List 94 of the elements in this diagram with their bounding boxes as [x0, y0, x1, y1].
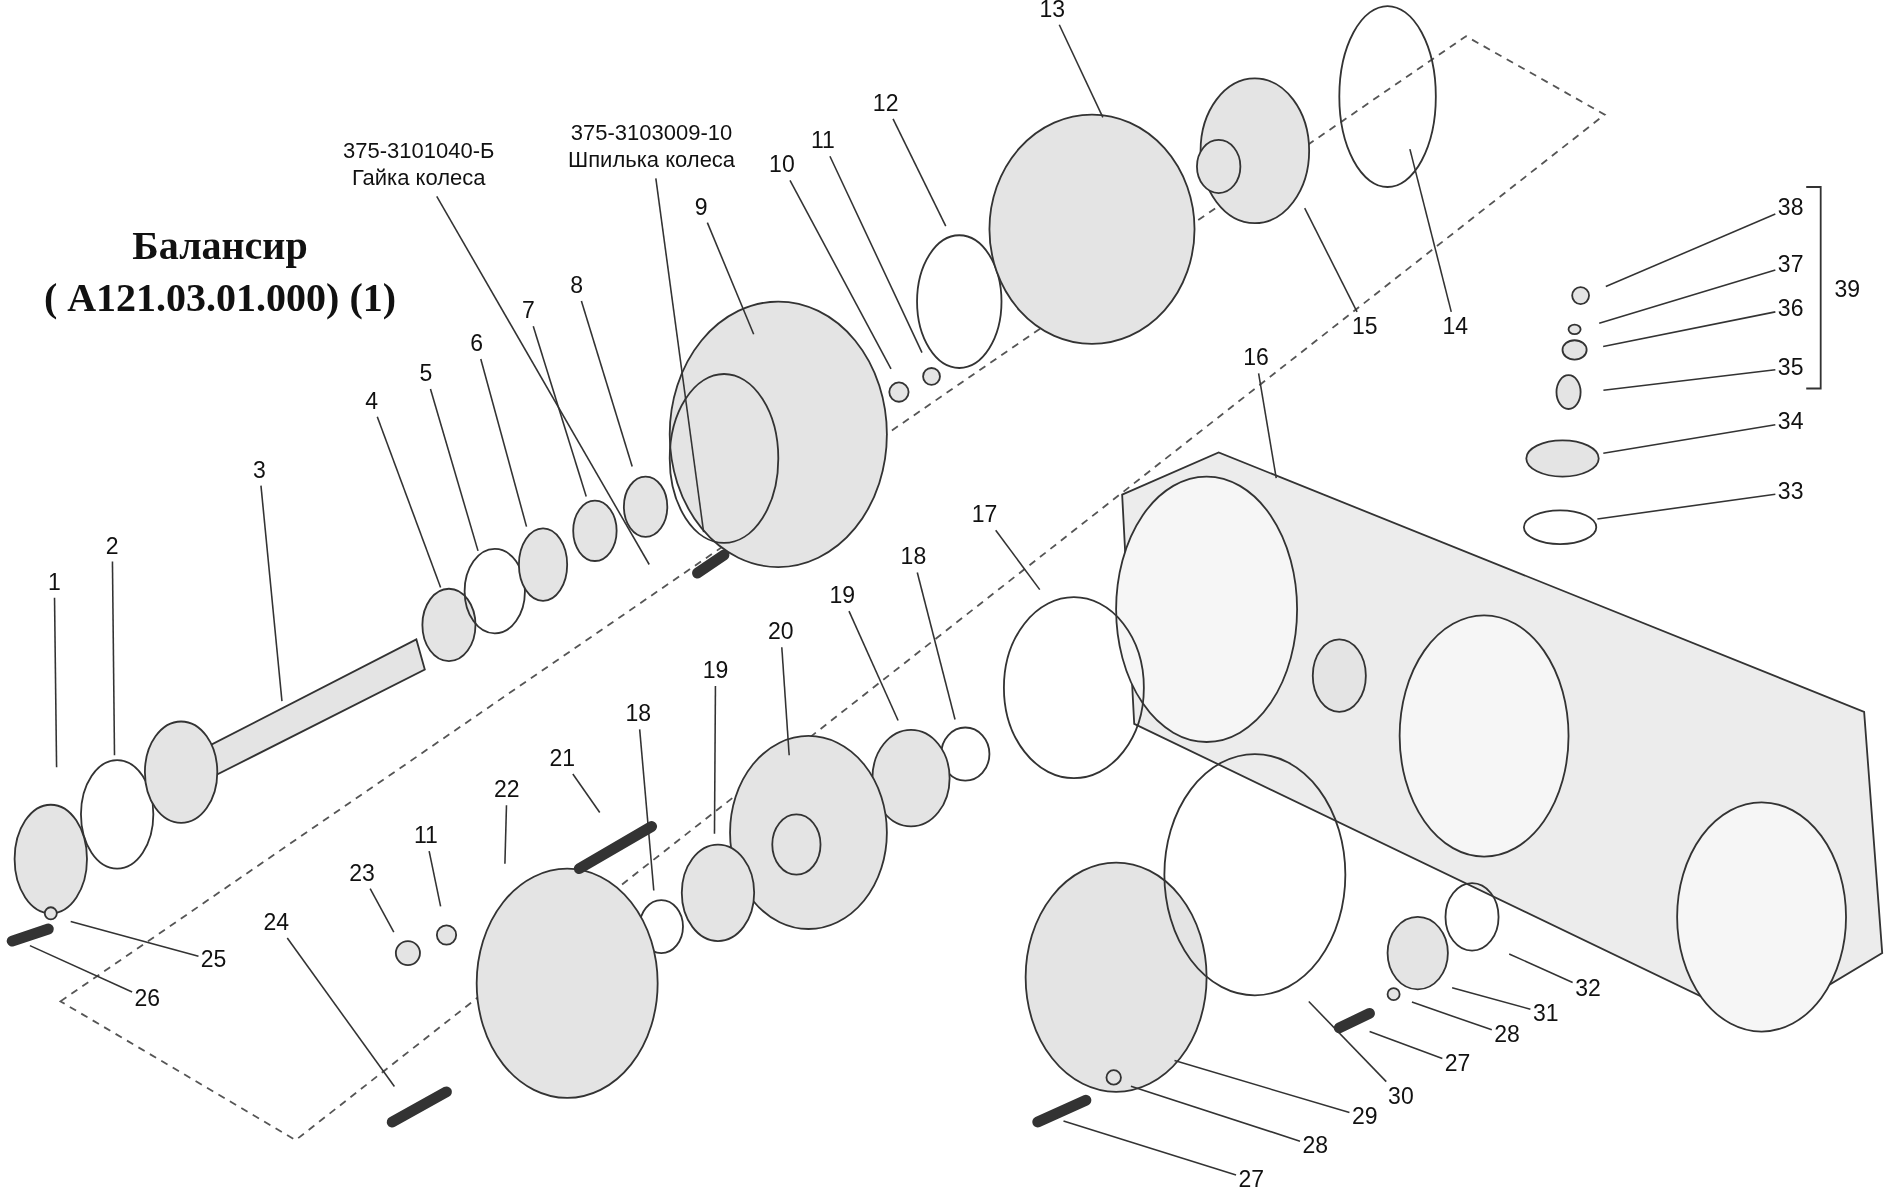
leader-line: [369, 887, 395, 934]
callout-number: 10: [769, 152, 795, 178]
callout-number: 19: [702, 658, 729, 684]
leader-line: [1605, 213, 1777, 288]
callout-number: 24: [263, 910, 290, 936]
leader-line: [829, 155, 923, 354]
leader-line: [1596, 493, 1777, 520]
leader-line: [53, 597, 58, 769]
leader-line: [1602, 311, 1777, 348]
diagram-title: Балансир ( A121.03.01.000) (1): [42, 222, 398, 322]
callout-number: 28: [1302, 1133, 1328, 1159]
leader-line: [1173, 1059, 1351, 1114]
callout-number: 29: [1351, 1104, 1378, 1130]
callout-number: 18: [625, 701, 652, 727]
callout-number: 36: [1777, 296, 1804, 322]
leader-line: [848, 610, 899, 722]
callout-number: 4: [365, 389, 379, 415]
leader-line: [706, 221, 755, 336]
leader-line: [429, 388, 479, 552]
leader-line: [655, 177, 705, 533]
callout-number: 34: [1777, 409, 1804, 435]
callout-number: 9: [694, 194, 708, 221]
leader-line: [1058, 23, 1104, 119]
leader-line: [286, 937, 396, 1088]
callout-number: 1: [47, 570, 61, 596]
leader-line: [580, 300, 633, 468]
callout-number: 11: [811, 128, 835, 154]
callout-number: 3: [253, 457, 266, 484]
leader-line: [532, 325, 587, 498]
leader-line: [1308, 1000, 1388, 1083]
callout-number: 5: [419, 361, 433, 387]
leader-line: [376, 416, 442, 589]
callout-number: 2: [105, 533, 119, 560]
callout-number: 20: [767, 619, 794, 645]
callout-number: 21: [549, 746, 576, 772]
leader-line: [69, 920, 200, 958]
leader-line: [1130, 1085, 1301, 1142]
leader-line: [1508, 953, 1574, 984]
callout-number: 32: [1575, 976, 1601, 1003]
callout-number: 33: [1777, 479, 1804, 505]
leader-line: [29, 944, 133, 993]
leader-line: [572, 773, 601, 814]
callout-number: 25: [200, 947, 227, 974]
callout-number: 22: [494, 777, 520, 803]
callout-number: 26: [134, 986, 160, 1012]
leader-line: [916, 571, 956, 721]
part-name: Гайка колеса: [350, 166, 487, 191]
callout-number: 11: [414, 823, 438, 849]
leader-line: [1409, 148, 1453, 313]
callout-number: 16: [1243, 345, 1269, 371]
leader-line: [1451, 986, 1532, 1010]
callout-number: 6: [470, 331, 483, 357]
leader-line: [260, 484, 283, 702]
callout-number: 15: [1351, 314, 1378, 340]
leader-line: [111, 560, 116, 757]
leader-line: [892, 118, 947, 227]
leader-line: [1257, 372, 1277, 479]
callout-number: 30: [1388, 1084, 1414, 1110]
callout-number: 35: [1777, 355, 1804, 381]
part-number: 375-3103009-10: [569, 121, 734, 146]
callout-number: 19: [829, 583, 855, 609]
leader-line: [504, 804, 508, 865]
leader-line: [1368, 1030, 1444, 1060]
leader-line: [480, 358, 528, 528]
callout-number: 14: [1442, 314, 1468, 340]
callout-number: 27: [1238, 1167, 1265, 1192]
leader-line: [1602, 369, 1777, 391]
leader-line: [435, 195, 650, 566]
callout-number: 28: [1494, 1022, 1520, 1048]
leader-line: [713, 685, 717, 835]
leader-line: [789, 179, 892, 370]
callout-number: 37: [1777, 252, 1804, 279]
callout-number: 31: [1532, 1000, 1559, 1027]
leader-line: [1411, 1001, 1493, 1031]
leader-line: [1062, 1120, 1237, 1176]
leader-line: [638, 728, 655, 892]
callout-number: 17: [971, 502, 998, 528]
callout-number: 7: [522, 298, 535, 324]
callout-number: 23: [349, 860, 375, 887]
leader-line: [1602, 424, 1777, 455]
callout-number: 27: [1444, 1051, 1471, 1077]
callout-number: 39: [1834, 276, 1861, 303]
callout-number: 18: [900, 544, 927, 571]
callout-number: 12: [872, 91, 899, 117]
callout-number: 38: [1777, 194, 1804, 221]
leader-line: [1598, 269, 1777, 324]
part-number: 375-3101040-Б: [342, 139, 495, 164]
leader-line: [781, 646, 790, 757]
leader-line: [1303, 207, 1358, 313]
callout-number: 8: [570, 273, 584, 299]
leader-line: [428, 850, 442, 908]
callout-number: 13: [1039, 0, 1065, 23]
part-name: Шпилька колеса: [568, 148, 736, 173]
leader-line: [994, 529, 1041, 591]
